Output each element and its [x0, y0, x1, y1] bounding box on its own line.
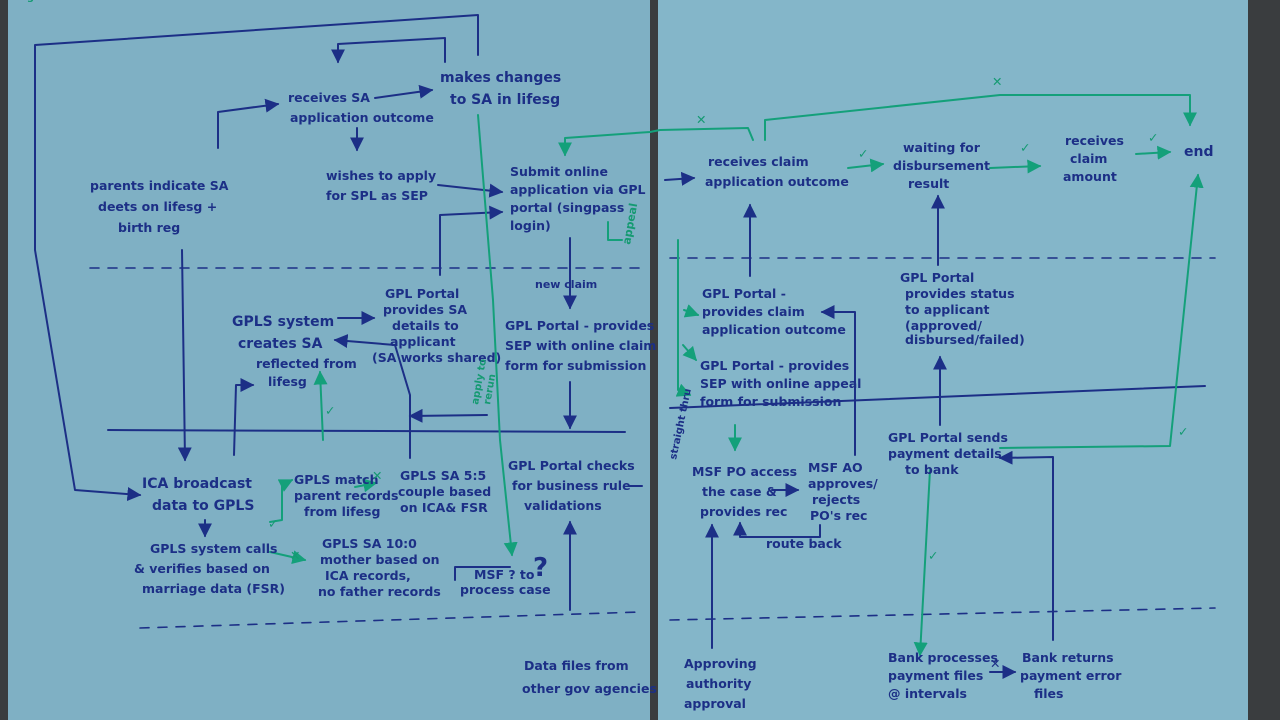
node-gpls-calls: GPLS system calls & verifies based on ma… [134, 541, 285, 596]
edge-change-to-55 [408, 408, 488, 423]
node-receives-amount: receives claim amount [1063, 133, 1128, 184]
edge-green-sends-to-end [999, 173, 1204, 449]
edge-green-sends-to-bank [913, 469, 931, 657]
node-msf-ao: MSF AO approves/ rejects PO's rec [808, 460, 882, 523]
check-mark: ✓ [325, 403, 335, 418]
node-portal-outcome: GPL Portal - provides claim application … [702, 286, 846, 337]
node-bank-returns: Bank returns payment error files [1020, 650, 1126, 701]
node-msf-q: MSF ? to process case [460, 567, 551, 597]
node-portal-checks: GPL Portal checks for business rule vali… [508, 458, 639, 513]
node-submit: Submit online application via GPL portal… [510, 164, 650, 233]
node-approving: Approving authority approval [684, 656, 761, 711]
edge-green-straight-thru [675, 239, 692, 397]
edge-green-to-appeal-form [682, 344, 697, 362]
edge-green-calls-to-match [269, 479, 294, 523]
edge-parents-to-ica [177, 249, 192, 462]
edge-green-calls-to-100 [269, 550, 307, 565]
node-bank-processes: Bank processes payment files @ intervals [888, 650, 1002, 701]
edge-ica-to-creates [233, 378, 255, 456]
node-ica: ICA broadcast data to GPLS [142, 476, 257, 514]
edge-green-amount-to-end [1135, 145, 1172, 160]
edge-green-changes-to-msf [477, 114, 518, 557]
cross-mark: ✕ [990, 656, 1000, 671]
check-mark: ✓ [1148, 130, 1158, 145]
edge-green-reject-to-submit [558, 127, 754, 157]
node-makes-changes: makes changes to SA in lifesg [440, 70, 566, 108]
edge-changes-to-receives [331, 37, 446, 64]
node-receives-claim: receives claim application outcome [705, 154, 849, 189]
node-portal-appeal: GPL Portal - provides SEP with online ap… [700, 358, 866, 409]
edge-parents-to-receives [217, 98, 280, 149]
node-gpls-100: GPLS SA 10:0 mother based on ICA records… [318, 536, 444, 599]
edge-green-waiting-to-amount [989, 159, 1042, 174]
node-portal-sa: GPL Portal provides SA details to applic… [372, 286, 501, 365]
left-board [8, 0, 650, 720]
edge-receives-to-changes [374, 84, 434, 99]
check-mark: ✓ [858, 146, 868, 161]
node-parents: parents indicate SA deets on lifesg + bi… [90, 178, 233, 235]
check-mark: ✓ [1020, 140, 1030, 155]
cross-mark: ✕ [372, 468, 382, 483]
node-route-back: route back [766, 536, 842, 551]
node-end: end [1184, 144, 1213, 160]
cross-mark: ✕ [290, 548, 300, 563]
node-waiting: waiting for disbursement result [893, 140, 994, 191]
label-change-rerun: change [0, 0, 41, 3]
node-gpls-creates: GPLS system creates SA [232, 314, 339, 352]
check-mark: ✓ [928, 548, 938, 563]
node-gpls-55: GPLS SA 5:5 couple based on ICA& FSR [398, 468, 496, 515]
edge-ao-to-outcome [820, 305, 856, 456]
edge-returns-to-sends [998, 450, 1054, 641]
edge-submit-to-receives-claim [664, 171, 696, 186]
node-data-files: Data files from other gov agencies [522, 658, 657, 696]
edge-msf-bracket [454, 566, 511, 581]
node-receives-sa: receives SA application outcome [288, 90, 434, 125]
label-rerun: rerun [482, 373, 498, 405]
edge-55-to-creates [333, 334, 411, 459]
edge-changes-to-ica [34, 14, 479, 502]
edge-route-back [733, 521, 821, 538]
edge-portal-sa-to-submit [439, 205, 504, 276]
edge-wishes-to-submit [437, 183, 504, 198]
check-mark: ✓ [268, 516, 278, 531]
edge-green-receives-to-end [764, 94, 1197, 141]
edge-green-appeal-bracket [607, 221, 623, 241]
node-portal-status: GPL Portal provides status to applicant … [900, 270, 1025, 347]
node-msf-po: MSF PO access the case & provides rec [692, 464, 801, 519]
check-mark: ✓ [1178, 424, 1188, 439]
blue-connectors [34, 14, 1054, 679]
lane-line-3-right [669, 607, 1216, 621]
node-portal-sends: GPL Portal sends payment details to bank [888, 430, 1012, 477]
node-portal-sep: GPL Portal - provides SEP with online cl… [505, 318, 661, 373]
lane-line-2-left [107, 429, 626, 433]
label-new-claim: new claim [535, 278, 597, 291]
edge-green-to-outcome [683, 304, 700, 318]
right-board [658, 0, 1248, 720]
decision-marks: ✓ ✓ ✓ ✓ ✓ ✓ ✓ ✕ ✕ ✕ ✕ ✕ [268, 74, 1188, 671]
diagram-nodes: parents indicate SA deets on lifesg + bi… [90, 70, 1213, 711]
lane-separators [89, 257, 1216, 629]
node-gpls-creates-2: reflected from lifesg [256, 356, 361, 389]
edge-green-match-to-creates [313, 370, 328, 441]
cross-mark: ✕ [696, 112, 706, 127]
node-question-mark: ? [533, 553, 548, 583]
node-wishes: wishes to apply for SPL as SEP [326, 168, 440, 203]
lane-line-3-left [139, 611, 641, 629]
edge-green-receives-to-waiting [847, 158, 885, 173]
green-connectors [269, 94, 1204, 657]
node-gpls-match: GPLS match parent records from lifesg [294, 472, 403, 519]
cross-mark: ✕ [992, 74, 1002, 89]
edge-green-match-to-55 [354, 478, 378, 493]
lane-line-2-right [669, 385, 1206, 409]
